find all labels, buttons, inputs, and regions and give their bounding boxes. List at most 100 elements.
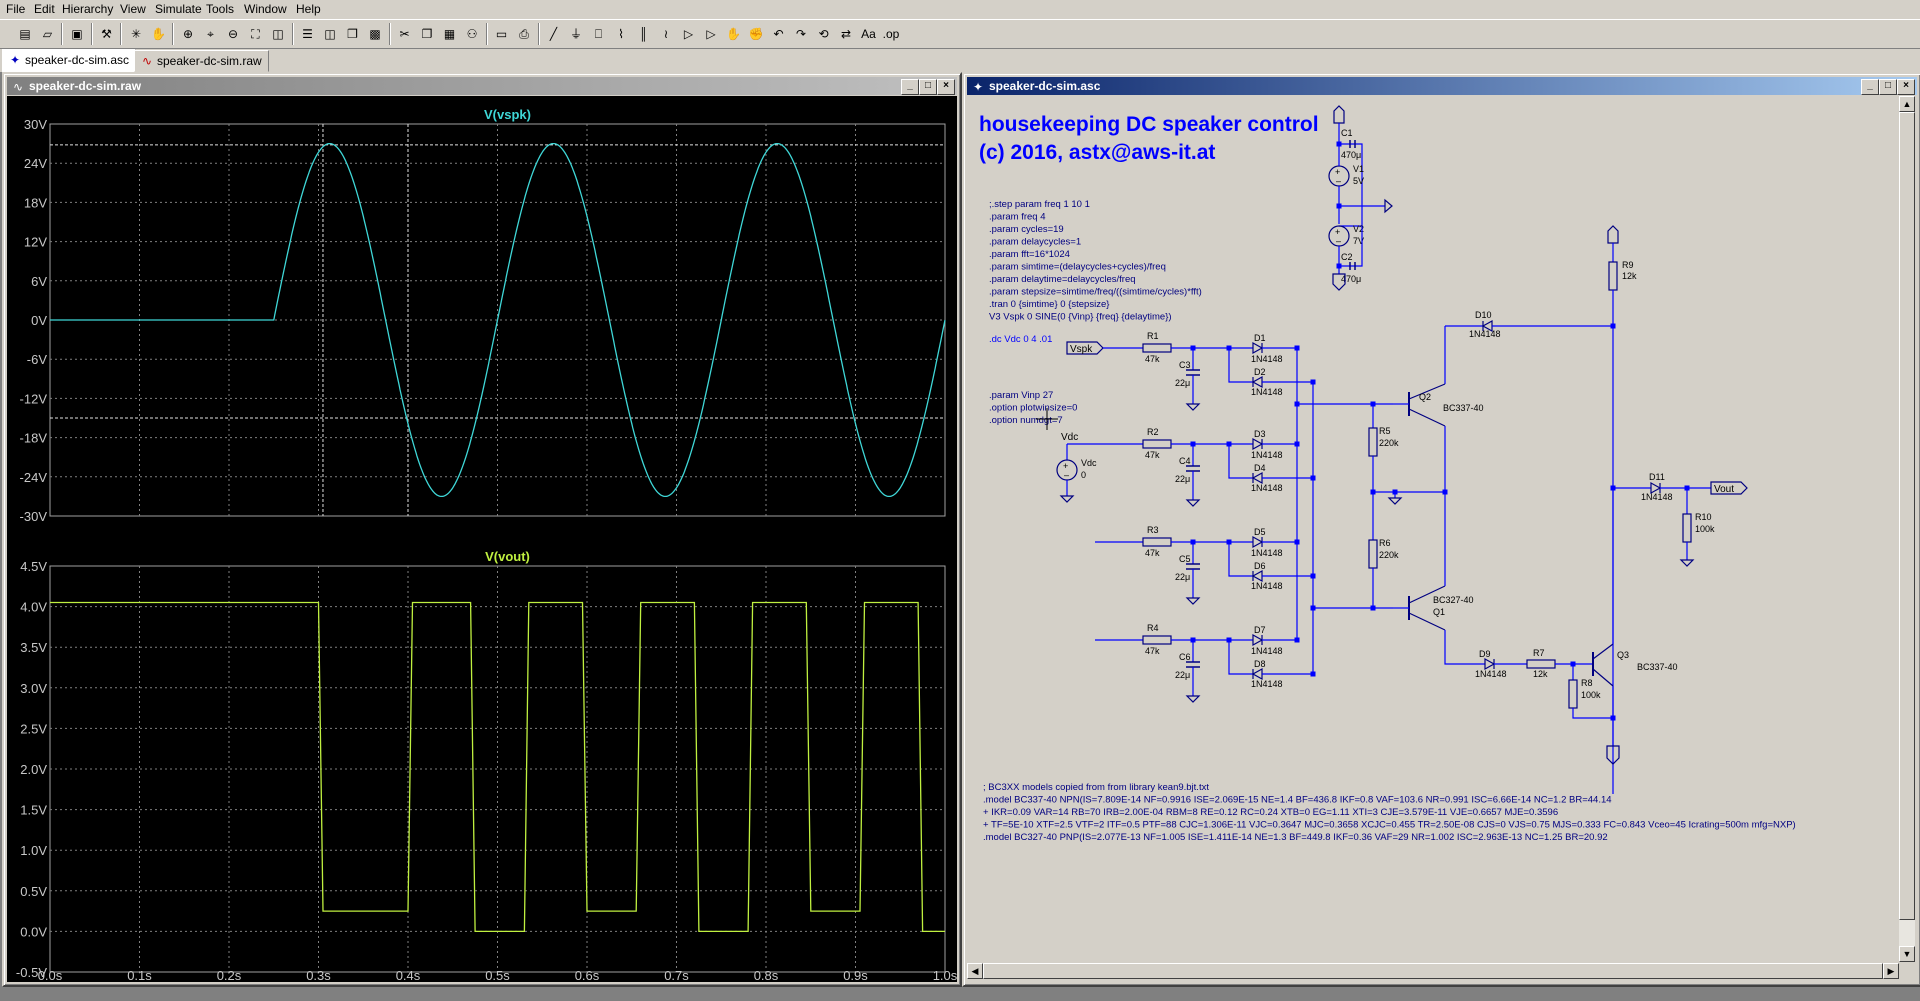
- halt-icon: ✋: [151, 27, 166, 41]
- component-label: 1N4148: [1251, 450, 1283, 460]
- toolbar-separator: [172, 23, 174, 45]
- save-button[interactable]: ▣: [66, 23, 88, 45]
- y-tick-label: 24V: [24, 156, 47, 171]
- menu-view[interactable]: View: [120, 2, 146, 16]
- redo-button[interactable]: ↷: [790, 23, 812, 45]
- ground-symbol: [1185, 695, 1201, 703]
- paste-button[interactable]: ▦: [439, 23, 461, 45]
- wire: [1572, 708, 1613, 719]
- zoom-pan-button[interactable]: ⌖: [200, 23, 222, 45]
- maximize-button[interactable]: □: [919, 79, 937, 95]
- undo-button[interactable]: ↶: [768, 23, 790, 45]
- y-tick-label: -6V: [27, 352, 48, 367]
- transistor-collector: [1592, 643, 1614, 660]
- maximize-button[interactable]: □: [1879, 79, 1897, 95]
- move-button[interactable]: ✋: [723, 23, 745, 45]
- control-panel-button[interactable]: ⚒: [96, 23, 118, 45]
- schematic-window-title: speaker-dc-sim.asc: [989, 79, 1101, 93]
- print-button[interactable]: ⎙: [513, 23, 535, 45]
- toolbar-separator: [90, 23, 93, 45]
- document-tab[interactable]: ∿speaker-dc-sim.raw: [134, 50, 269, 72]
- component-icon: ▷: [706, 27, 716, 41]
- scroll-down-button[interactable]: ▼: [1899, 946, 1915, 962]
- scroll-left-button[interactable]: ◀: [967, 963, 983, 979]
- text-button[interactable]: Aa: [858, 23, 880, 45]
- autoscale-icon: ◫: [272, 27, 284, 41]
- spice-directive-button[interactable]: .op: [880, 23, 902, 45]
- tile-vertical-button[interactable]: ◫: [319, 23, 341, 45]
- copy-button[interactable]: ❐: [416, 23, 438, 45]
- redo-icon: ↷: [795, 27, 807, 41]
- component-label: 1N4148: [1469, 329, 1501, 339]
- halt-button[interactable]: ✋: [148, 23, 170, 45]
- schematic-canvas[interactable]: housekeeping DC speaker control(c) 2016,…: [967, 96, 1899, 962]
- horizontal-scrollbar[interactable]: ◀ ▶: [967, 963, 1899, 979]
- x-tick-label: 0.9s: [843, 968, 868, 982]
- document-tab[interactable]: ✦speaker-dc-sim.asc: [2, 49, 137, 72]
- vertical-scroll-thumb[interactable]: [1899, 112, 1915, 920]
- cut-button[interactable]: ✂: [394, 23, 416, 45]
- ground-symbol: [1059, 495, 1075, 503]
- mirror-button[interactable]: ⇄: [835, 23, 857, 45]
- menu-hierarchy[interactable]: Hierarchy: [62, 2, 114, 16]
- menu-help[interactable]: Help: [296, 2, 321, 16]
- run-button[interactable]: ✳: [125, 23, 147, 45]
- diode: [1251, 471, 1263, 485]
- horizontal-scroll-thumb[interactable]: [983, 963, 1883, 979]
- waveform-window-titlebar[interactable]: ∿ speaker-dc-sim.raw _ □ ×: [7, 77, 957, 95]
- menu-edit[interactable]: Edit: [34, 2, 55, 16]
- menu-bar: File Edit Hierarchy View Simulate Tools Window…: [0, 0, 1920, 18]
- scroll-right-button[interactable]: ▶: [1883, 963, 1899, 979]
- control-panel-icon: ⚒: [101, 27, 112, 41]
- cascade-button[interactable]: ❐: [342, 23, 364, 45]
- autoscale-button[interactable]: ◫: [267, 23, 289, 45]
- draw-wire-button[interactable]: ╱: [543, 23, 565, 45]
- diode: [1252, 633, 1264, 647]
- schematic-window-titlebar[interactable]: ✦ speaker-dc-sim.asc _ □ ×: [967, 77, 1917, 95]
- drag-button[interactable]: ✊: [745, 23, 767, 45]
- trace-label: V(vout): [485, 549, 530, 564]
- menu-window[interactable]: Window: [244, 2, 287, 16]
- waveform-plot[interactable]: 30V24V18V12V6V0V-6V-12V-18V-24V-30VV(vsp…: [7, 96, 957, 982]
- new-schematic-button[interactable]: ▤: [14, 23, 36, 45]
- menu-tools[interactable]: Tools: [206, 2, 235, 16]
- diode: [1252, 535, 1264, 549]
- spice-directive: .param stepsize=simtime/freq/((simtime/c…: [989, 287, 1202, 298]
- find-button[interactable]: ⚇: [461, 23, 483, 45]
- zoom-fit-button[interactable]: ⛶: [245, 23, 267, 45]
- component-label: R6: [1379, 538, 1391, 548]
- cut-icon: ✂: [399, 27, 410, 41]
- minimize-button[interactable]: _: [901, 79, 919, 95]
- tile-horizontal-button[interactable]: ☰: [297, 23, 319, 45]
- plot-pane-1: 30V24V18V12V6V0V-6V-12V-18V-24V-30VV(vsp…: [20, 107, 946, 524]
- schematic-window[interactable]: ✦ speaker-dc-sim.asc _ □ × housekeeping …: [962, 72, 1920, 987]
- scroll-up-button[interactable]: ▲: [1899, 96, 1915, 112]
- menu-file[interactable]: File: [6, 2, 26, 16]
- label-net-button[interactable]: ⎕: [588, 23, 610, 45]
- zoom-in-icon: ⊕: [182, 27, 194, 41]
- close-windows-button[interactable]: ▩: [364, 23, 386, 45]
- ground-button[interactable]: ⏚: [565, 23, 587, 45]
- diode-button[interactable]: ▷: [678, 23, 700, 45]
- drag-icon: ✊: [748, 27, 764, 41]
- inductor-button[interactable]: ≀: [655, 23, 677, 45]
- spice-directive: .param simtime=(delaycycles+cycles)/freq: [989, 262, 1166, 273]
- component-label: 1N4148: [1251, 646, 1283, 656]
- y-tick-label: -30V: [20, 509, 48, 524]
- capacitor-button[interactable]: ║: [633, 23, 655, 45]
- zoom-in-button[interactable]: ⊕: [177, 23, 199, 45]
- close-button[interactable]: ×: [1897, 79, 1915, 95]
- zoom-out-button[interactable]: ⊖: [222, 23, 244, 45]
- minimize-button[interactable]: _: [1861, 79, 1879, 95]
- rotate-button[interactable]: ⟲: [813, 23, 835, 45]
- component-button[interactable]: ▷: [700, 23, 722, 45]
- close-button[interactable]: ×: [937, 79, 955, 95]
- component-label: 100k: [1581, 690, 1601, 700]
- menu-simulate[interactable]: Simulate: [155, 2, 202, 16]
- resistor-button[interactable]: ⌇: [610, 23, 632, 45]
- vertical-scrollbar[interactable]: ▲ ▼: [1899, 96, 1915, 962]
- diode: [1650, 481, 1662, 495]
- print-setup-button[interactable]: ▭: [491, 23, 513, 45]
- open-button[interactable]: ▱: [37, 23, 59, 45]
